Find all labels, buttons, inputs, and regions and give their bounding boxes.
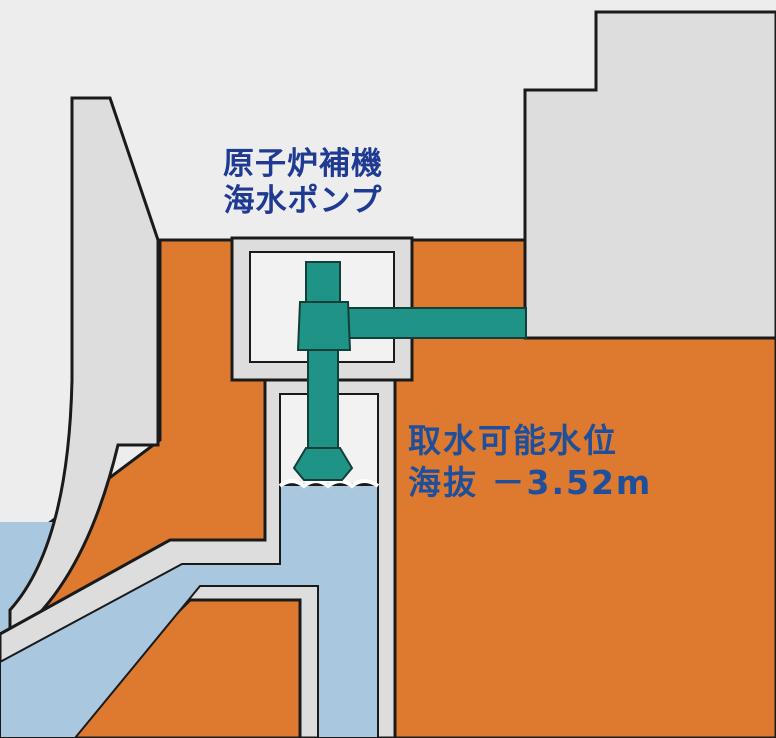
pump-label-line2: 海水ポンプ [223,183,383,219]
intake-channel-water [0,484,379,738]
pump-suction-bell [292,447,354,481]
water-level-title: 取水可能水位 [408,421,618,460]
pump-label: 原子炉補機 海水ポンプ [178,146,428,220]
discharge-pipe [339,307,527,339]
reactor-building [523,10,776,340]
pump-label-line1: 原子炉補機 [223,146,383,182]
pump-casing [296,301,352,351]
water-level-value: 海抜 －3.52m [408,463,653,502]
pump-motor [305,261,341,303]
pump-shaft-column [307,349,339,451]
water-level-label: 取水可能水位 海抜 －3.52m [408,420,652,504]
water-surface-waves [278,479,380,489]
